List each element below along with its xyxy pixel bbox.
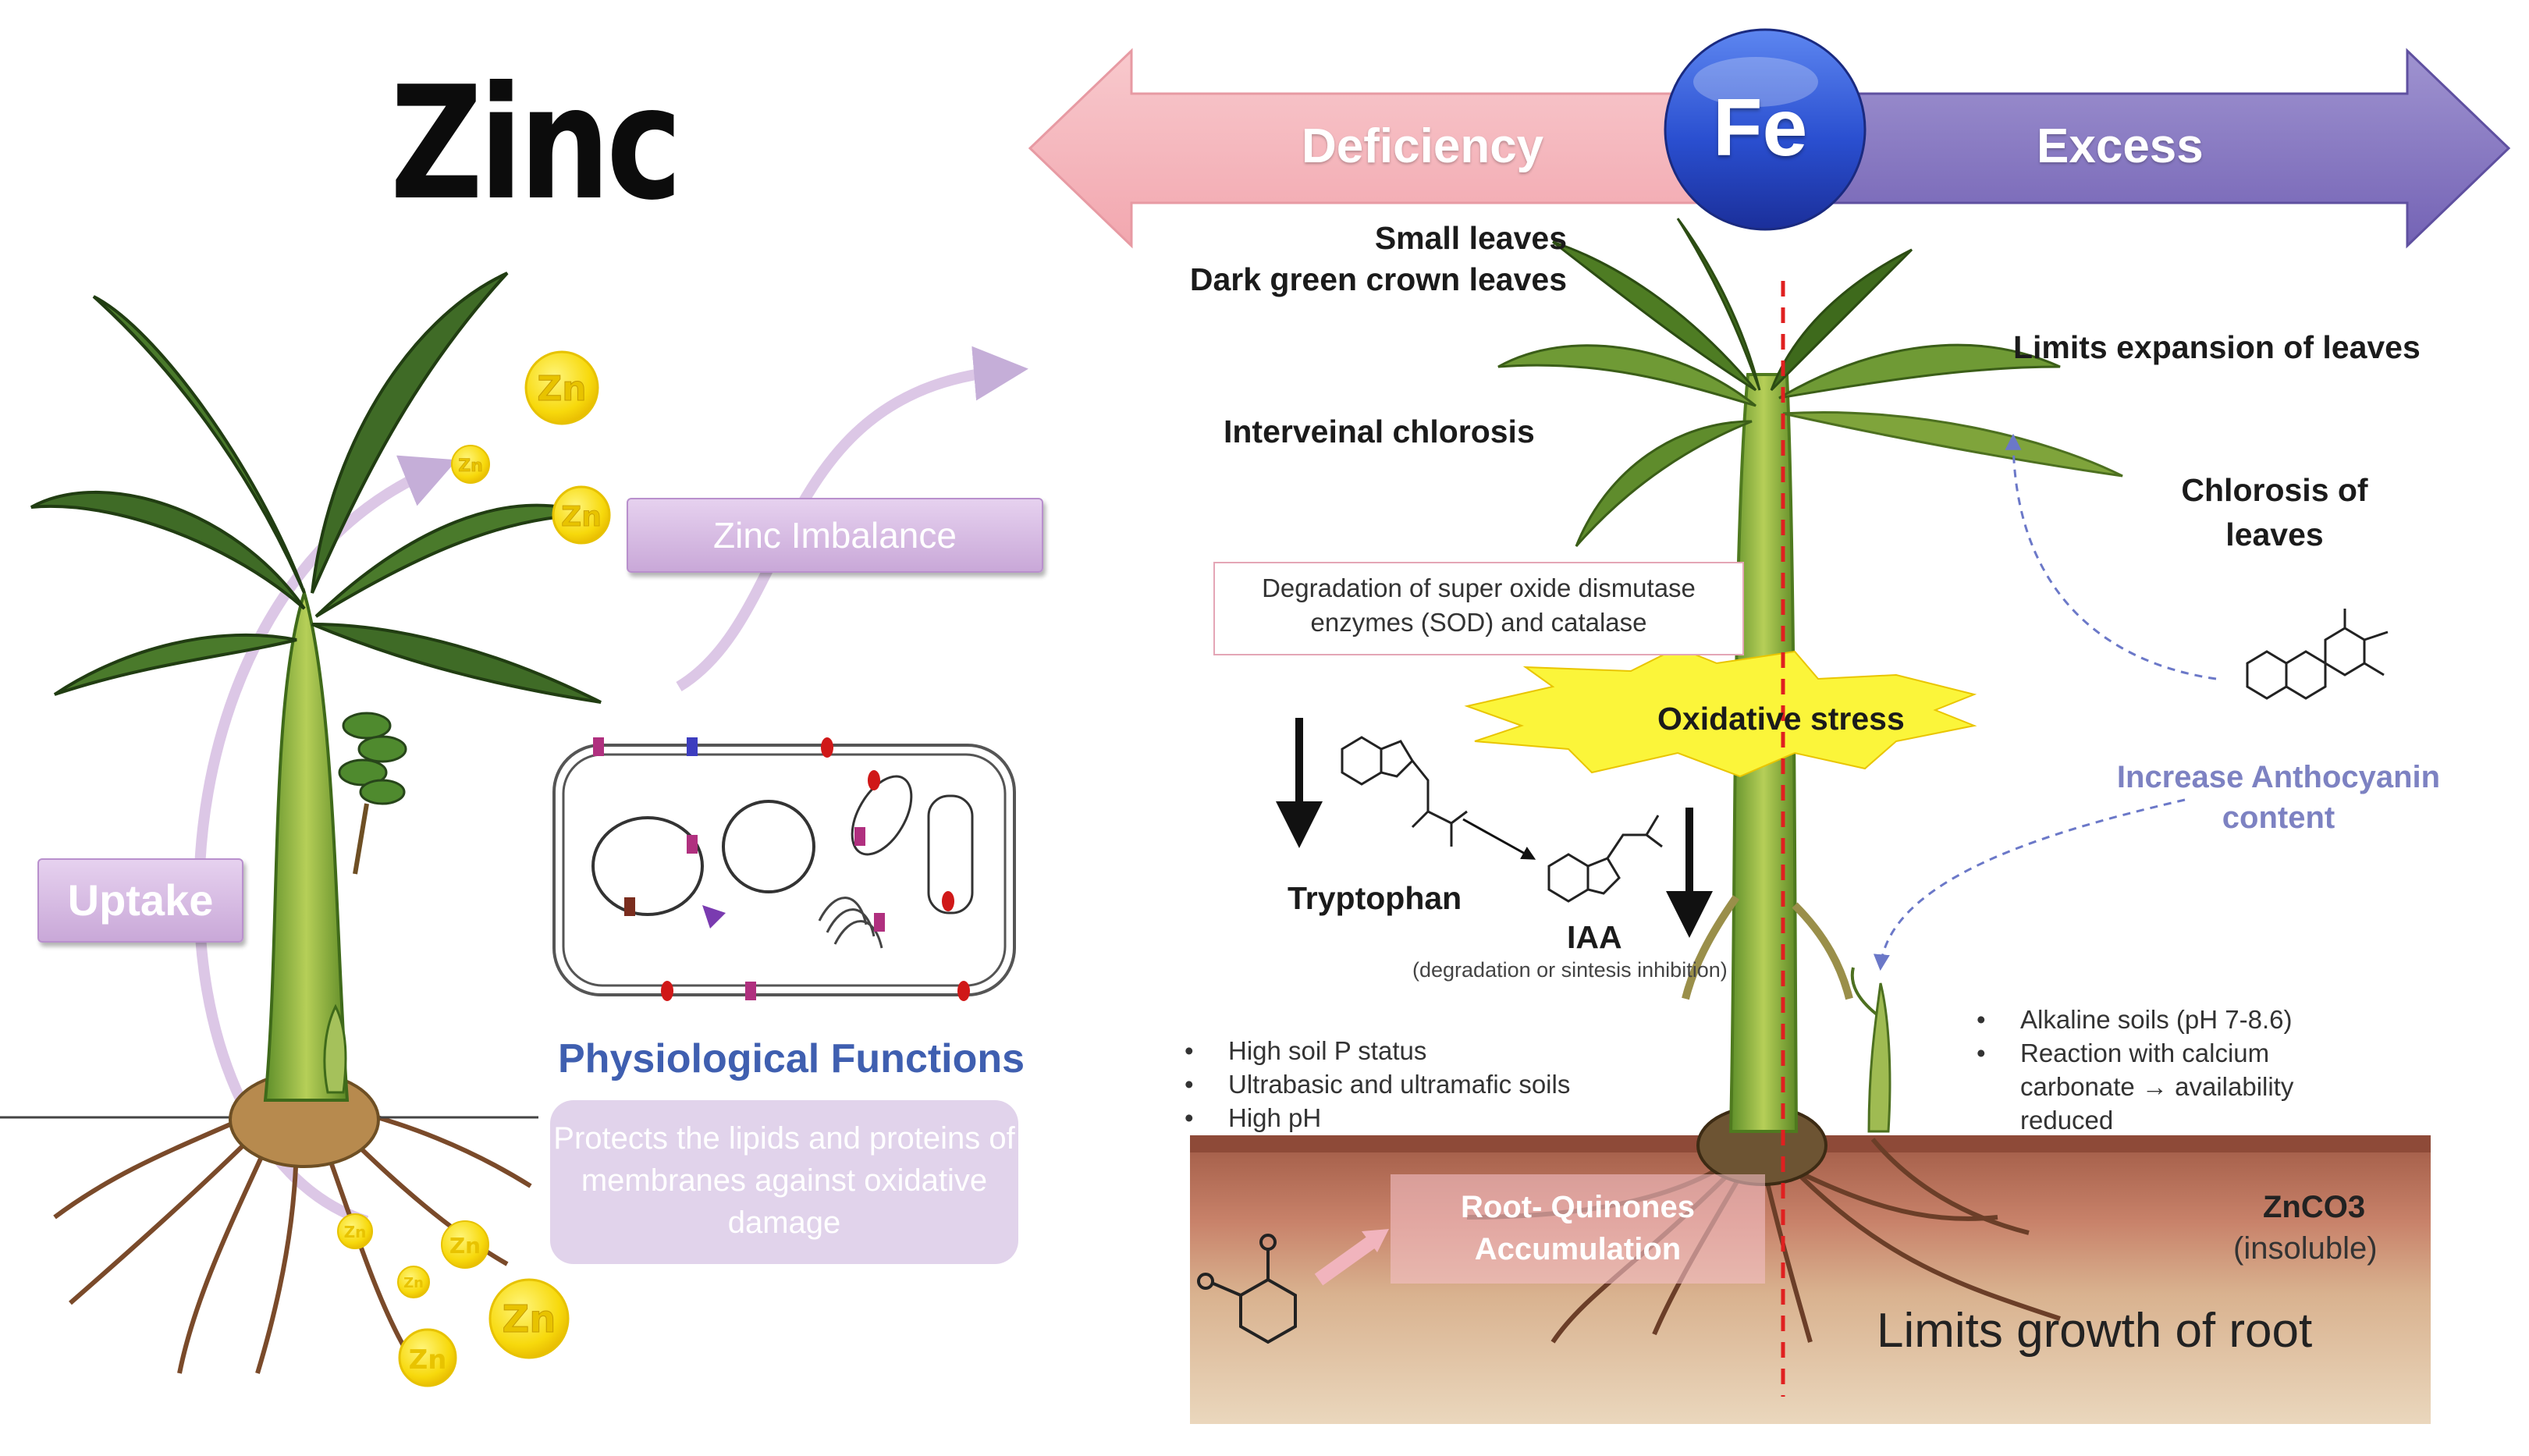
svg-text:Zn: Zn — [561, 501, 602, 533]
iaa-label: IAA — [1567, 919, 1622, 955]
tryptophan-structure — [1341, 736, 1468, 847]
zn-coin-8: Zn — [398, 1328, 457, 1387]
limits-root-label: Limits growth of root — [1877, 1304, 2313, 1358]
limits-expansion-label: Limits expansion of leaves — [2013, 329, 2421, 365]
root-quinones-label: Root- Quinones Accumulation — [1461, 1190, 1695, 1266]
dark-green-label: Dark green crown leaves — [1189, 261, 1567, 297]
zn-coin-3: Zn — [552, 485, 611, 545]
tryptophan-label: Tryptophan — [1288, 880, 1462, 916]
list-item: High pH — [1185, 1101, 1570, 1135]
zn-coin-7: Zn — [488, 1278, 570, 1359]
list-item: Ultrabasic and ultramafic soils — [1185, 1067, 1570, 1101]
svg-text:Zn: Zn — [458, 456, 483, 476]
uptake-label: Uptake — [37, 858, 243, 943]
quinone-arrow — [1314, 1234, 1378, 1286]
conversion-arrow — [1462, 818, 1536, 860]
anthocyanin-to-leaves-arrow — [2005, 433, 2217, 680]
fe-ball — [1664, 28, 1867, 231]
excess-causes-list: Alkaline soils (pH 7-8.6) Reaction with … — [1977, 1003, 2382, 1137]
oxidative-stress-star — [1464, 646, 1977, 778]
quinone-structure — [1197, 1234, 1297, 1344]
interveinal-chlorosis-label: Interveinal chlorosis — [1224, 414, 1535, 449]
small-leaves-label: Small leaves — [1374, 220, 1567, 256]
svg-text:Zn: Zn — [344, 1223, 367, 1241]
list-item: Reaction with calcium carbonate → availa… — [1977, 1036, 2382, 1137]
svg-text:Zn: Zn — [403, 1275, 424, 1291]
insoluble-label: (insoluble) — [2233, 1231, 2378, 1266]
root-quinones-box — [1391, 1174, 1765, 1284]
zn-coin-6: Zn — [397, 1266, 430, 1298]
physiological-functions-text: Protects the lipids and proteins of memb… — [550, 1100, 1018, 1264]
list-item: Alkaline soils (pH 7-8.6) — [1977, 1003, 2382, 1036]
sucker-plant — [1850, 967, 1891, 1133]
banana-plant-left — [0, 272, 602, 1374]
chlorosis-line1: Chlorosis of — [2181, 472, 2368, 508]
zinc-imbalance-label: Zinc Imbalance — [627, 498, 1043, 573]
chlorosis-line2: leaves — [2225, 517, 2324, 552]
iaa-note: (degradation or sintesis inhibition) — [1412, 958, 1728, 982]
svg-text:Zn: Zn — [503, 1298, 556, 1341]
list-item: High soil P status — [1185, 1034, 1570, 1067]
svg-text:Zn: Zn — [537, 369, 586, 409]
cell-diagram — [552, 737, 1016, 1001]
deficiency-causes-list: High soil P status Ultrabasic and ultram… — [1185, 1034, 1570, 1135]
anthocyanin-structure — [2246, 609, 2389, 700]
svg-text:Zn: Zn — [449, 1233, 481, 1259]
anthocyanin-to-sucker-arrow — [1873, 798, 2186, 971]
excess-label: Excess — [2037, 119, 2204, 173]
fe-label: Fe — [1713, 83, 1808, 173]
zn-coin-2: Zn — [451, 445, 490, 484]
oxidative-stress-label: Oxidative stress — [1657, 701, 1905, 737]
anthocyanin-label: Increase Anthocyanin content — [2116, 760, 2441, 835]
physiological-functions-title: Physiological Functions — [558, 1036, 1025, 1081]
znco3-label: ZnCO3 — [2263, 1190, 2366, 1224]
iaa-structure — [1547, 815, 1663, 903]
zn-coin-1: Zn — [524, 350, 599, 425]
zn-coin-5: Zn — [441, 1220, 489, 1269]
sod-degradation-box: Degradation of super oxide dismutase enz… — [1213, 562, 1744, 655]
zinc-title: Zinc — [390, 53, 682, 235]
svg-text:Zn: Zn — [409, 1344, 447, 1376]
zn-coin-4: Zn — [337, 1213, 373, 1249]
deficiency-label: Deficiency — [1302, 119, 1544, 173]
